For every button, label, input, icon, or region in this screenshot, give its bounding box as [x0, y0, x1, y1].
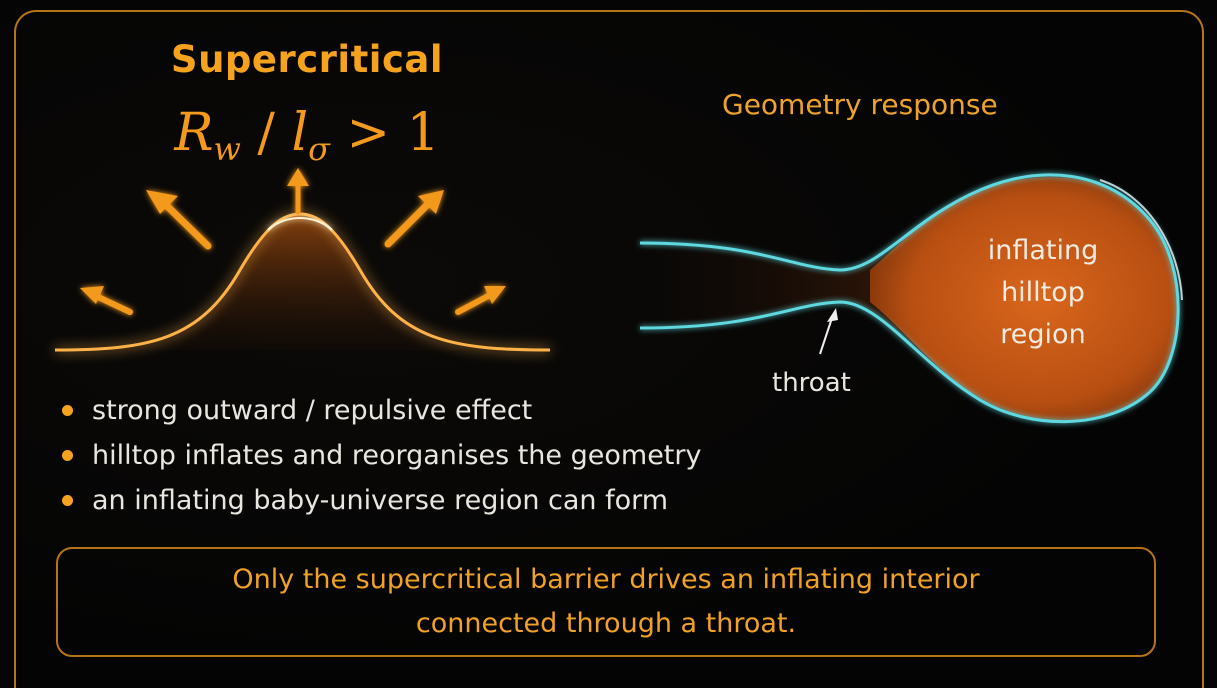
- formula-slash: /: [240, 103, 292, 163]
- bullet-item: hilltop inflates and reorganises the geo…: [60, 433, 701, 478]
- hill-curve: [54, 212, 551, 352]
- tube-lower-edge: [639, 300, 1152, 423]
- region-label-line: region: [1000, 319, 1086, 350]
- summary-line: Only the supercritical barrier drives an…: [232, 564, 980, 595]
- arrow-right-icon: [455, 286, 506, 315]
- inflating-region-label: inflating hilltop region: [958, 230, 1128, 356]
- formula-inequality: > 1: [329, 103, 440, 163]
- summary-line: connected through a throat.: [415, 608, 797, 639]
- tube-upper-edge: [639, 173, 1180, 394]
- arrow-left-icon: [80, 286, 133, 315]
- summary-box: Only the supercritical barrier drives an…: [56, 547, 1156, 657]
- throat-label: throat: [772, 368, 851, 398]
- barrier-hill: [54, 212, 551, 352]
- supercritical-title: Supercritical: [170, 38, 444, 81]
- arrow-up-icon: [287, 168, 309, 215]
- effect-bullet-list: strong outward / repulsive effect hillto…: [60, 388, 701, 523]
- geometry-tube: [639, 173, 1183, 423]
- arrow-upper-left-icon: [146, 190, 212, 250]
- geometry-response-title: Geometry response: [722, 88, 998, 121]
- formula-var-l: l: [291, 103, 309, 163]
- formula-sub-sigma: σ: [308, 130, 330, 168]
- formula-sub-w: w: [213, 130, 241, 168]
- outward-arrows: [80, 168, 506, 315]
- bullet-item: strong outward / repulsive effect: [60, 388, 701, 433]
- region-label-line: hilltop: [1001, 277, 1085, 308]
- ratio-formula: Rw / lσ > 1: [0, 103, 614, 168]
- region-label-line: inflating: [987, 235, 1099, 266]
- formula-var-r: R: [174, 103, 214, 163]
- arrow-upper-right-icon: [384, 190, 444, 248]
- bullet-item: an inflating baby-universe region can fo…: [60, 478, 701, 523]
- throat-pointer-arrow: [819, 308, 838, 355]
- inflating-bubble: [870, 177, 1178, 421]
